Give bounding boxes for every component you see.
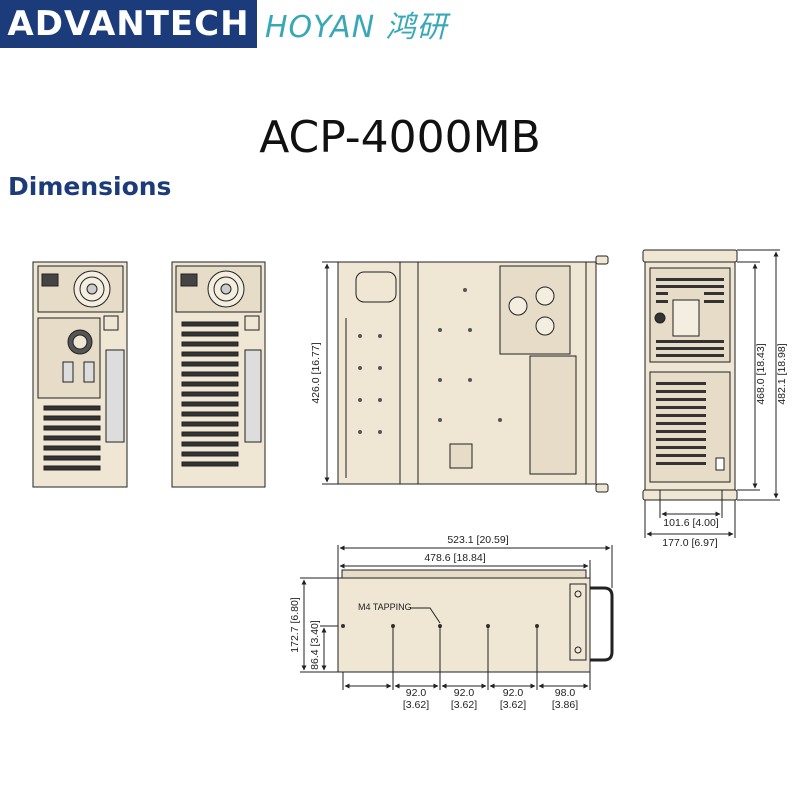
section-title: Dimensions: [8, 172, 172, 201]
advantech-logo: ADVANTECH: [0, 0, 257, 48]
top-view: [322, 255, 609, 493]
dim-spacing-2a: 92.0: [454, 687, 475, 699]
dim-side-h-outer: 172.7 [6.80]: [289, 597, 301, 653]
rear-view-1: [32, 261, 128, 488]
dim-spacing-4a: 98.0: [555, 687, 576, 699]
side-view: [300, 545, 614, 690]
dim-front-height-inner: 468.0 [18.43]: [755, 343, 767, 404]
dim-spacing-2b: [3.62]: [451, 699, 477, 711]
dim-top-depth: 426.0 [16.77]: [310, 342, 322, 403]
dim-front-width-inner: 101.6 [4.00]: [663, 517, 719, 529]
dim-spacing-1a: 92.0: [406, 687, 427, 699]
dim-front-height-outer: 482.1 [18.98]: [776, 343, 788, 404]
front-view: [642, 249, 780, 538]
rear-view-2: [171, 261, 266, 488]
page-title: ACP-4000MB: [259, 112, 541, 163]
dim-side-len-outer: 523.1 [20.59]: [447, 534, 508, 546]
hoyan-logo-text: HOYAN 鸿研: [265, 10, 448, 45]
advantech-logo-text: ADVANTECH: [7, 4, 250, 44]
dim-spacing-3a: 92.0: [503, 687, 524, 699]
hoyan-logo: HOYAN 鸿研: [265, 4, 448, 45]
m4-tapping-label: M4 TAPPING: [358, 602, 412, 612]
dim-spacing-4b: [3.86]: [552, 699, 578, 711]
dim-spacing-1b: [3.62]: [403, 699, 429, 711]
dim-front-width-outer: 177.0 [6.97]: [662, 537, 718, 549]
dim-side-h-inner: 86.4 [3.40]: [309, 620, 321, 670]
dim-side-len-inner: 478.6 [18.84]: [424, 552, 485, 564]
dim-spacing-3b: [3.62]: [500, 699, 526, 711]
